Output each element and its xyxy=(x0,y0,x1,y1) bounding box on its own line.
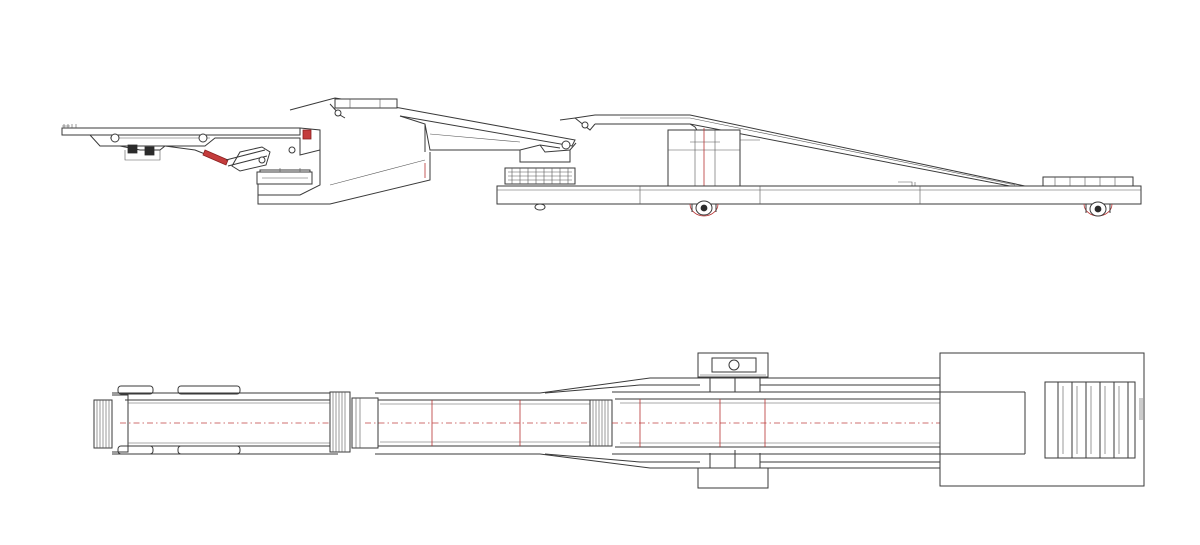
feeder-plan-frame xyxy=(112,385,338,455)
chassis-frame xyxy=(496,176,1142,205)
tower-plan xyxy=(697,352,769,489)
front-wheel xyxy=(1083,201,1113,217)
tail-pulley xyxy=(93,394,129,453)
discharge-platform xyxy=(939,352,1145,487)
middle-conveyor xyxy=(257,97,577,205)
small-support-wheel xyxy=(534,203,546,211)
middle-plan-frame xyxy=(365,377,700,469)
feeder-boom xyxy=(61,124,301,161)
hydraulic-cylinder xyxy=(202,146,271,172)
feeder-pivot-frame xyxy=(256,127,321,185)
rear-wheel xyxy=(689,200,719,217)
transfer-point-2 xyxy=(589,399,613,447)
main-boom xyxy=(559,114,1027,189)
side-elevation-view xyxy=(61,97,1142,217)
transfer-point-1 xyxy=(329,391,379,453)
plan-view xyxy=(93,352,1145,489)
